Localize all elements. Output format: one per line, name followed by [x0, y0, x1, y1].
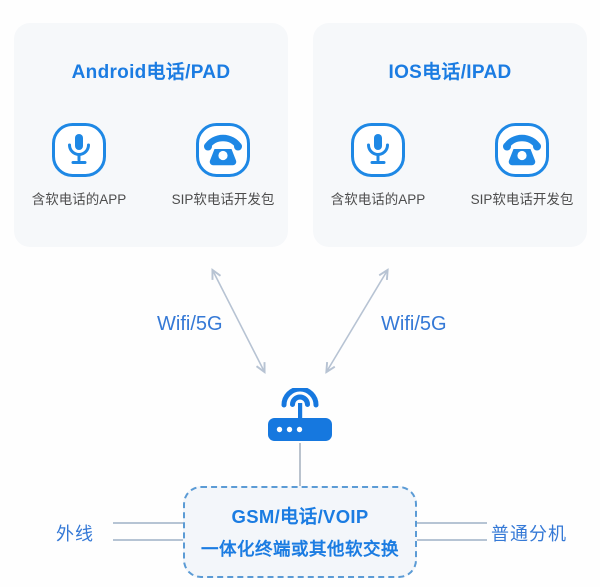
sip-sdk-item: SIP软电话开发包 [164, 122, 282, 208]
switch-box-title-line1: GSM/电话/VOIP [231, 506, 369, 527]
icon-caption: SIP软电话开发包 [470, 192, 574, 207]
switch-box-title-line2: 一体化终端或其他软交换 [201, 539, 399, 559]
endpoint-label-left: 外线 [56, 524, 94, 544]
icon-row: 含软电话的APP SIP软电话开发包 [313, 122, 587, 208]
microphone-icon [52, 123, 106, 177]
endpoint-label-right: 普通分机 [491, 524, 567, 544]
icon-row: 含软电话的APP SIP软电话开发包 [14, 122, 288, 208]
telephone-icon [495, 123, 549, 177]
icon-caption: 含软电话的APP [31, 192, 127, 207]
icon-caption: 含软电话的APP [330, 192, 426, 207]
wifi-router-icon [268, 388, 332, 441]
softphone-app-item: 含软电话的APP [20, 122, 138, 208]
switch-box: GSM/电话/VOIP 一体化终端或其他软交换 [183, 486, 417, 578]
softphone-app-item: 含软电话的APP [319, 122, 437, 208]
card-title-android: Android电话/PAD [71, 62, 231, 83]
device-card-ios: IOS电话/IPAD 含软电话的APP [313, 23, 587, 247]
sip-sdk-item: SIP软电话开发包 [463, 122, 581, 208]
icon-caption: SIP软电话开发包 [171, 192, 275, 207]
telephone-icon [196, 123, 250, 177]
wifi-label-left: Wifi/5G [157, 313, 223, 335]
device-card-android: Android电话/PAD 含软电话的APP [14, 23, 288, 247]
arrow-right-wifi [327, 271, 387, 371]
microphone-icon [351, 123, 405, 177]
wifi-label-right: Wifi/5G [381, 313, 447, 335]
card-title-ios: IOS电话/IPAD [388, 62, 512, 83]
